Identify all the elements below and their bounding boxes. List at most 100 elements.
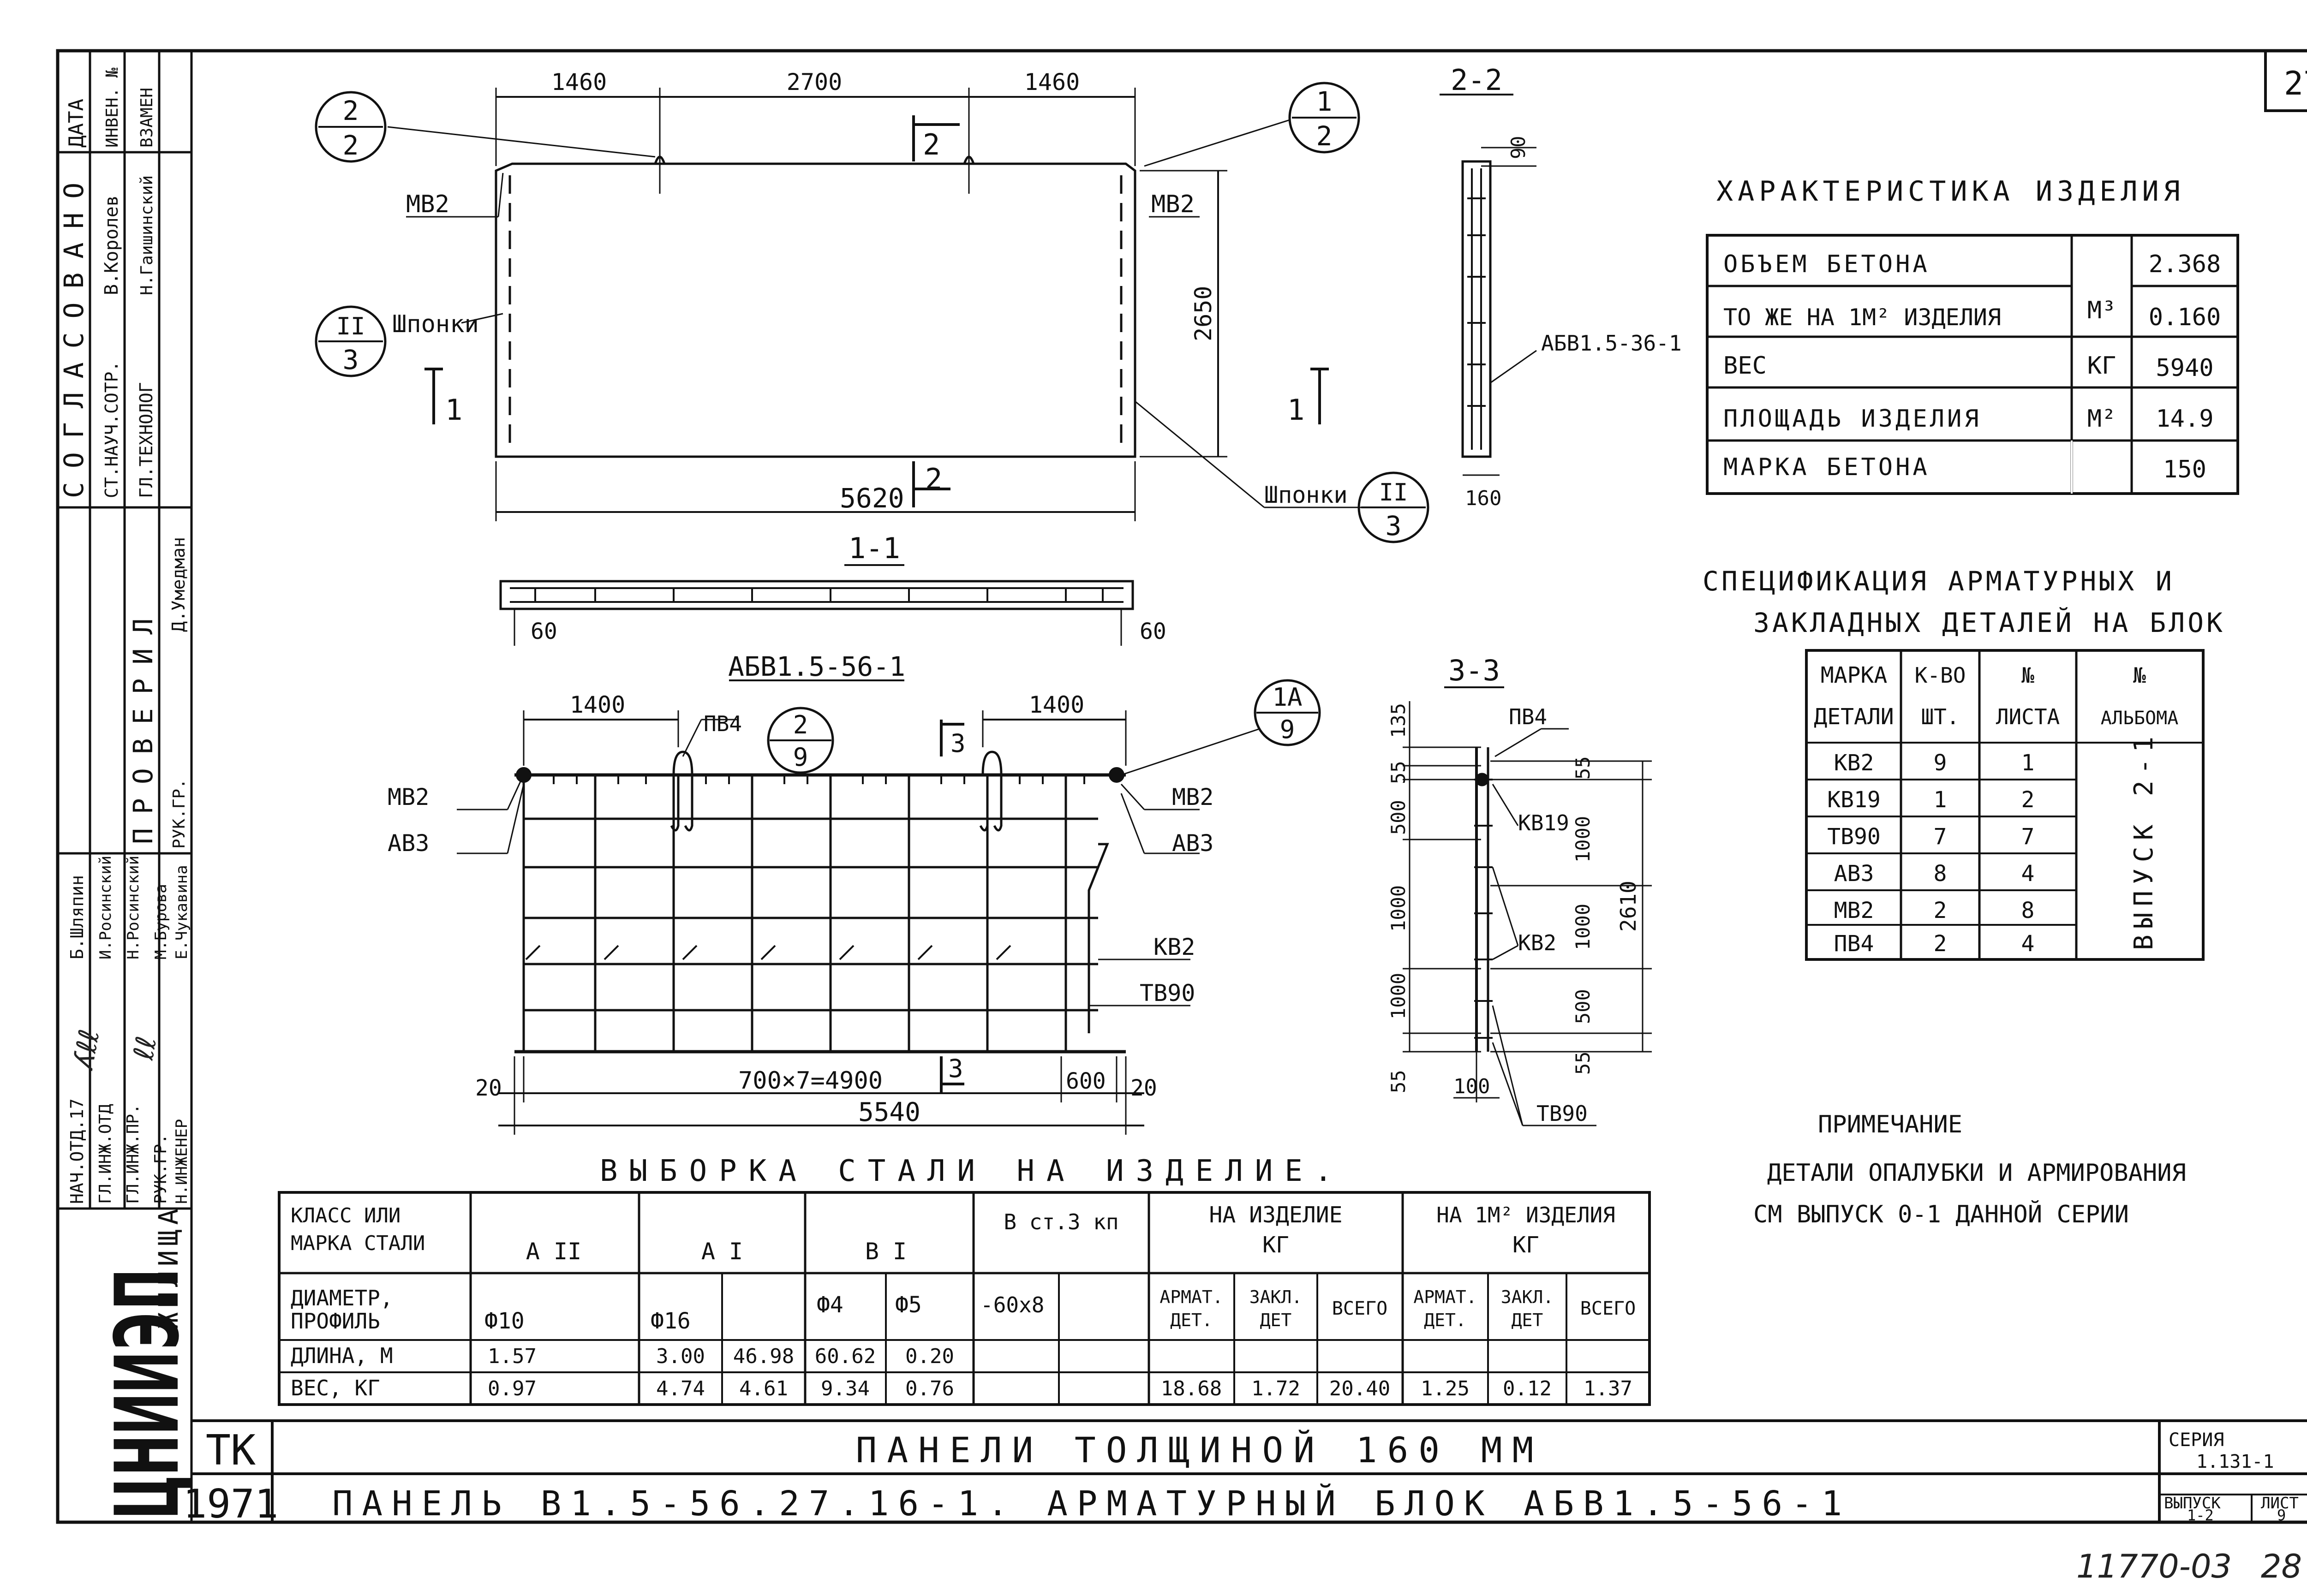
char-val-4: 14.9 <box>2156 405 2213 433</box>
spec-r6-c2: 2 <box>1934 931 1947 957</box>
char-val-5: 150 <box>2163 456 2206 483</box>
dim-top-2: 2700 <box>787 69 842 95</box>
stamp-check-role: РУК.ГР. <box>170 779 189 849</box>
steel-h-m2-1: НА 1М² ИЗДЕЛИЯ <box>1436 1203 1615 1227</box>
panel-view-text: 1460 2700 1460 2650 5620 МВ2 МВ2 Шпонки … <box>336 69 1408 542</box>
spec-r5-c3: 8 <box>2021 898 2035 923</box>
callout-II-3-bottom-right: 3 <box>1386 510 1402 542</box>
char-row-4-name: ПЛОЩАДЬ ИЗДЕЛИЯ <box>1723 405 1982 433</box>
stamp-org-sub: ЖИЛИЩА <box>153 1204 184 1328</box>
stamp-agree-name-1: В.Королев <box>101 195 122 295</box>
steel-len-1: 1.57 <box>488 1345 537 1368</box>
block-view <box>457 679 1321 1135</box>
block-mb2-left: МВ2 <box>388 784 429 810</box>
label-shponki-left: Шпонки <box>392 310 479 338</box>
section-mark-1-right: 1 <box>1287 393 1304 427</box>
block-kb2: КВ2 <box>1154 934 1195 960</box>
characteristics-table: ХАРАКТЕРИСТИКА ИЗДЕЛИЯ ОБЪЕМ БЕТОНА ТО Ж… <box>1716 175 2221 483</box>
s33-dim-left-1: 135 <box>1387 703 1410 738</box>
steel-table-grid <box>278 1191 1651 1406</box>
char-row-5-name: МАРКА БЕТОНА <box>1723 453 1930 481</box>
stamp-staff-role-3: ГЛ.ИНЖ.ПР. <box>124 1104 143 1204</box>
s33-dim-right-4: 500 <box>1572 989 1594 1024</box>
left-stamp-text: ДАТА ИНВЕН. № ВЗАМЕН СОГЛАСОВАНО СТ.НАУЧ… <box>58 67 198 1518</box>
block-callout-2-9-top: 2 <box>793 710 808 739</box>
stamp-check-name: Д.Умедман <box>168 537 189 632</box>
s33-dim-left-5: 1000 <box>1387 973 1410 1019</box>
block-dim-20-right: 20 <box>1130 1075 1157 1101</box>
stamp-agree-name-2: Н.Гаишинский <box>137 175 156 295</box>
s33-dim-left-3: 500 <box>1387 800 1410 835</box>
block-dim-20-left: 20 <box>475 1075 502 1101</box>
label-mb2-left: МВ2 <box>406 191 449 218</box>
steel-sub-5a: ЗАКЛ. <box>1501 1287 1554 1307</box>
spec-h2-b: ШТ. <box>1921 704 1959 729</box>
stamp-role-2: ГЛ.ТЕХНОЛОГ <box>136 382 156 498</box>
steel-total-4: 1.25 <box>1421 1377 1470 1400</box>
section-1-1 <box>499 564 1134 646</box>
steel-profile-2: Ф16 <box>651 1308 691 1334</box>
stamp-staff-role-4: РУК.ГР. <box>151 1134 170 1204</box>
block-title: АБВ1.5-56-1 <box>728 651 905 682</box>
steel-sub-4b: ДЕТ. <box>1424 1310 1466 1330</box>
note-title: ПРИМЕЧАНИЕ <box>1818 1111 1962 1138</box>
block-section-3-bottom: 3 <box>948 1054 963 1083</box>
left-stamp <box>56 49 193 1522</box>
stamp-staff-role-2: ГЛ.ИНЖ.ОТД <box>96 1104 115 1204</box>
steel-total-5: 0.12 <box>1503 1377 1552 1400</box>
s33-dim-left-2: 55 <box>1387 761 1410 784</box>
year-label: 1971 <box>183 1481 278 1527</box>
char-unit-4: М² <box>2087 405 2116 433</box>
block-ab3-left: АВ3 <box>388 830 429 857</box>
steel-wt-4: 9.34 <box>821 1377 870 1400</box>
section-1-1-text: 1-1 60 60 <box>531 531 1166 644</box>
stamp-org: ЦНИИЭП <box>96 1268 198 1518</box>
dim-top-3: 1460 <box>1024 69 1080 95</box>
spec-h3-a: № <box>2021 663 2034 688</box>
spec-r5-c1: МВ2 <box>1834 898 1874 923</box>
block-view-text: АБВ1.5-56-1 1400 1400 ПВ4 2 9 1А 9 МВ2 А… <box>388 651 1303 1127</box>
spec-r2-c2: 1 <box>1934 787 1947 813</box>
note-line-1: ДЕТАЛИ ОПАЛУБКИ И АРМИРОВАНИЯ <box>1767 1159 2186 1187</box>
spec-r1-c3: 1 <box>2021 750 2035 776</box>
svg-text:ʎℓℓ: ʎℓℓ <box>67 1027 106 1073</box>
characteristics-table-grid <box>1706 234 2239 495</box>
block-callout-1a-9-top: 1А <box>1272 683 1302 712</box>
spec-title-2: ЗАКЛАДНЫХ ДЕТАЛЕЙ НА БЛОК <box>1753 607 2225 638</box>
block-tb90: ТВ90 <box>1140 980 1195 1006</box>
characteristics-title: ХАРАКТЕРИСТИКА ИЗДЕЛИЯ <box>1716 175 2185 208</box>
spec-table: СПЕЦИФИКАЦИЯ АРМАТУРНЫХ И ЗАКЛАДНЫХ ДЕТА… <box>1703 566 2225 957</box>
s33-label-kb2: КВ2 <box>1518 930 1556 955</box>
char-val-2: 0.160 <box>2149 304 2221 331</box>
steel-total-6: 1.37 <box>1584 1377 1632 1400</box>
steel-h-m2-2: КГ <box>1512 1232 1539 1258</box>
steel-h-product-1: НА ИЗДЕЛИЕ <box>1209 1202 1343 1228</box>
sheet-corner-number: 27 <box>2284 65 2307 102</box>
title-block <box>191 1419 2307 1522</box>
s33-bottom: 100 <box>1453 1075 1490 1098</box>
stamp-staff-role-1: НАЧ.ОТД.17 <box>67 1098 87 1204</box>
steel-profile-1: Ф10 <box>484 1308 525 1334</box>
steel-len-label: ДЛИНА, М <box>291 1343 393 1368</box>
spec-r6-c1: ПВ4 <box>1834 931 1874 957</box>
steel-wt-label: ВЕС, КГ <box>291 1376 380 1400</box>
steel-h-class-2: МАРКА СТАЛИ <box>291 1232 425 1255</box>
steel-total-1: 18.68 <box>1161 1377 1222 1400</box>
spec-h1-b: ДЕТАЛИ <box>1814 704 1894 730</box>
section-3-3 <box>1403 686 1652 1126</box>
s33-total: 2610 <box>1616 881 1641 932</box>
spec-r6-c3: 4 <box>2021 931 2035 957</box>
s33-label-kb19: КВ19 <box>1518 810 1569 835</box>
steel-len-2: 3.00 <box>656 1345 705 1368</box>
s33-label-pv4: ПВ4 <box>1509 704 1547 729</box>
steel-class-1: А II <box>526 1238 581 1265</box>
stamp-staff-name-5: Е.Чукавина <box>173 865 191 959</box>
section-mark-2-bottom: 2 <box>925 462 942 496</box>
block-callout-1a-9-bottom: 9 <box>1280 715 1295 744</box>
section-2-2-dim-top: 90 <box>1507 136 1530 159</box>
stamp-date: ДАТА <box>65 99 88 148</box>
steel-profile-5: -60х8 <box>980 1292 1044 1317</box>
stamp-replace: ВЗАМЕН <box>137 88 156 148</box>
block-pv4: ПВ4 <box>704 711 742 736</box>
